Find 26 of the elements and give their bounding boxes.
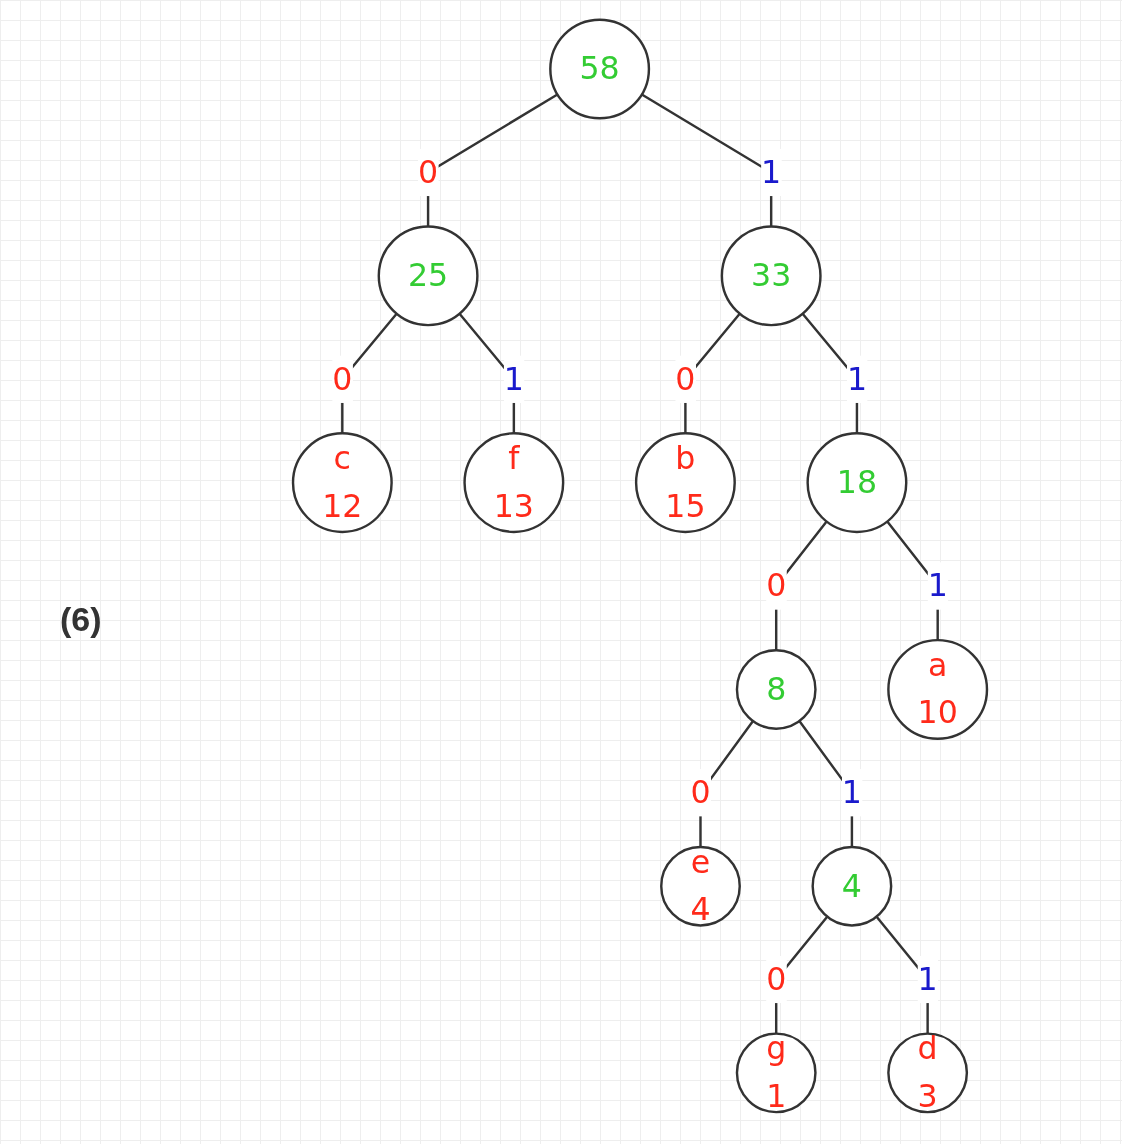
- node-circle: 4: [811, 845, 893, 927]
- node-circle: g 1: [735, 1032, 817, 1114]
- edge-label: 0: [766, 567, 787, 604]
- edge-label: 1: [503, 360, 524, 397]
- edge-label: 0: [332, 360, 353, 397]
- edge-label: 0: [418, 153, 439, 191]
- node-circle: b 15: [634, 432, 736, 534]
- edge-label: 0: [766, 960, 787, 998]
- node-circle: d 3: [887, 1032, 969, 1114]
- edge-label: 0: [690, 773, 711, 811]
- node-circle: e 4: [660, 845, 741, 927]
- edge-label: 1: [917, 960, 938, 998]
- edge-label: 1: [761, 153, 782, 191]
- node-circle: 18: [806, 432, 908, 534]
- figure-number: (6): [60, 600, 102, 639]
- node-circle: a 10: [887, 638, 989, 740]
- node-circle: f 13: [463, 432, 565, 534]
- node-circle: 33: [720, 225, 822, 327]
- node-circle: 8: [735, 648, 817, 730]
- edge-label: 0: [675, 360, 696, 397]
- node-circle: 25: [377, 225, 479, 327]
- edge-label: 1: [841, 773, 862, 811]
- node-circle: 58: [549, 18, 651, 120]
- node-circle: c 12: [291, 432, 393, 534]
- edge-label: 1: [927, 567, 948, 604]
- edge-label: 1: [846, 360, 867, 397]
